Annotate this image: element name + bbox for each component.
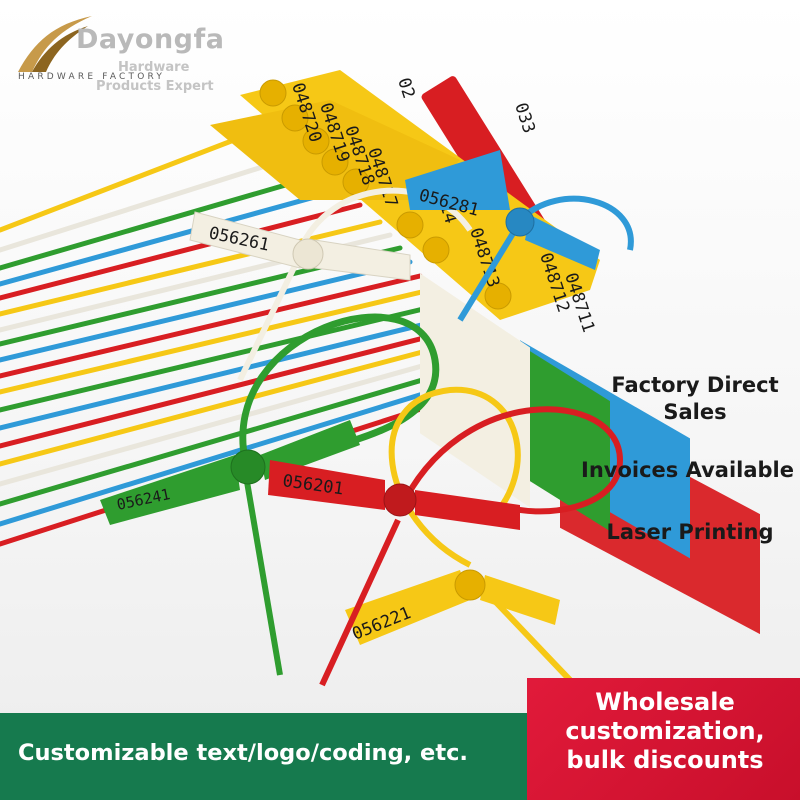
- brand-swoosh-icon: [18, 16, 92, 72]
- brand-subtitle: HARDWARE FACTORY: [18, 72, 166, 82]
- custom-banner-text: Customizable text/logo/coding, etc.: [18, 740, 468, 766]
- seal-tails: [0, 127, 483, 547]
- feature-invoices: Invoices Available: [581, 458, 794, 482]
- red-seal: 056201: [268, 406, 624, 687]
- blue-seal: 056281: [405, 150, 634, 322]
- wholesale-banner-text: Wholesale customization, bulk discounts: [565, 688, 765, 774]
- wholesale-banner: [527, 678, 800, 800]
- feature-laser-printing: Laser Printing: [606, 520, 774, 544]
- seal-number-colored-partial: 033: [510, 100, 539, 135]
- white-seal: 056261: [189, 187, 473, 382]
- brand-logo: Dayongfa HARDWARE FACTORY Hardware Produ…: [14, 12, 244, 102]
- custom-banner: [0, 713, 535, 800]
- brand-tagline-2: Products Expert: [96, 79, 214, 94]
- seal-number-white-partial: 02: [393, 75, 418, 101]
- brand-tagline-1: Hardware: [118, 60, 190, 75]
- feature-factory-direct: Factory Direct Sales: [611, 373, 779, 424]
- brand-name: Dayongfa: [76, 24, 225, 55]
